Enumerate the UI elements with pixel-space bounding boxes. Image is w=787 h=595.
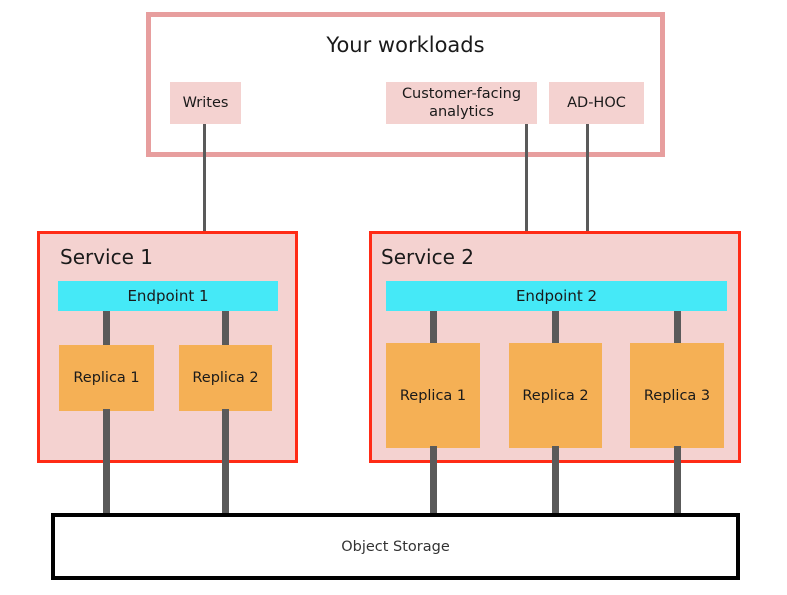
service-2-replica-3[interactable]: Replica 3	[630, 343, 724, 448]
service-1-replica-2[interactable]: Replica 2	[179, 345, 272, 411]
service-1-title: Service 1	[60, 245, 153, 269]
workload-chip-ad-hoc[interactable]: AD-HOC	[549, 82, 644, 124]
connector-s2-replica-2-to-storage	[552, 446, 559, 515]
service-2-title: Service 2	[381, 245, 474, 269]
connector-s2-replica-1-to-storage	[430, 446, 437, 515]
connector-endpoint2-to-s2-replica-2	[552, 311, 559, 345]
connector-endpoint1-to-s1-replica-2	[222, 311, 229, 347]
connector-endpoint1-to-s1-replica-1	[103, 311, 110, 347]
workload-chip-customer-facing-analytics[interactable]: Customer-facing analytics	[386, 82, 537, 124]
service-2-replica-1[interactable]: Replica 1	[386, 343, 480, 448]
connector-analytics-to-endpoint2	[525, 124, 528, 258]
connector-s2-replica-3-to-storage	[674, 446, 681, 515]
connector-endpoint2-to-s2-replica-1	[430, 311, 437, 345]
connector-s1-replica-2-to-storage	[222, 409, 229, 515]
connector-endpoint2-to-s2-replica-3	[674, 311, 681, 345]
connector-adhoc-to-endpoint2	[586, 124, 589, 258]
endpoint-1[interactable]: Endpoint 1	[58, 281, 278, 311]
service-1-replica-1[interactable]: Replica 1	[59, 345, 154, 411]
service-2-replica-2[interactable]: Replica 2	[509, 343, 602, 448]
endpoint-2[interactable]: Endpoint 2	[386, 281, 727, 311]
workload-chip-writes[interactable]: Writes	[170, 82, 241, 124]
workloads-title: Your workloads	[326, 33, 485, 57]
connector-writes-to-endpoint1	[203, 124, 206, 258]
connector-s1-replica-1-to-storage	[103, 409, 110, 515]
object-storage-box[interactable]: Object Storage	[51, 513, 740, 580]
